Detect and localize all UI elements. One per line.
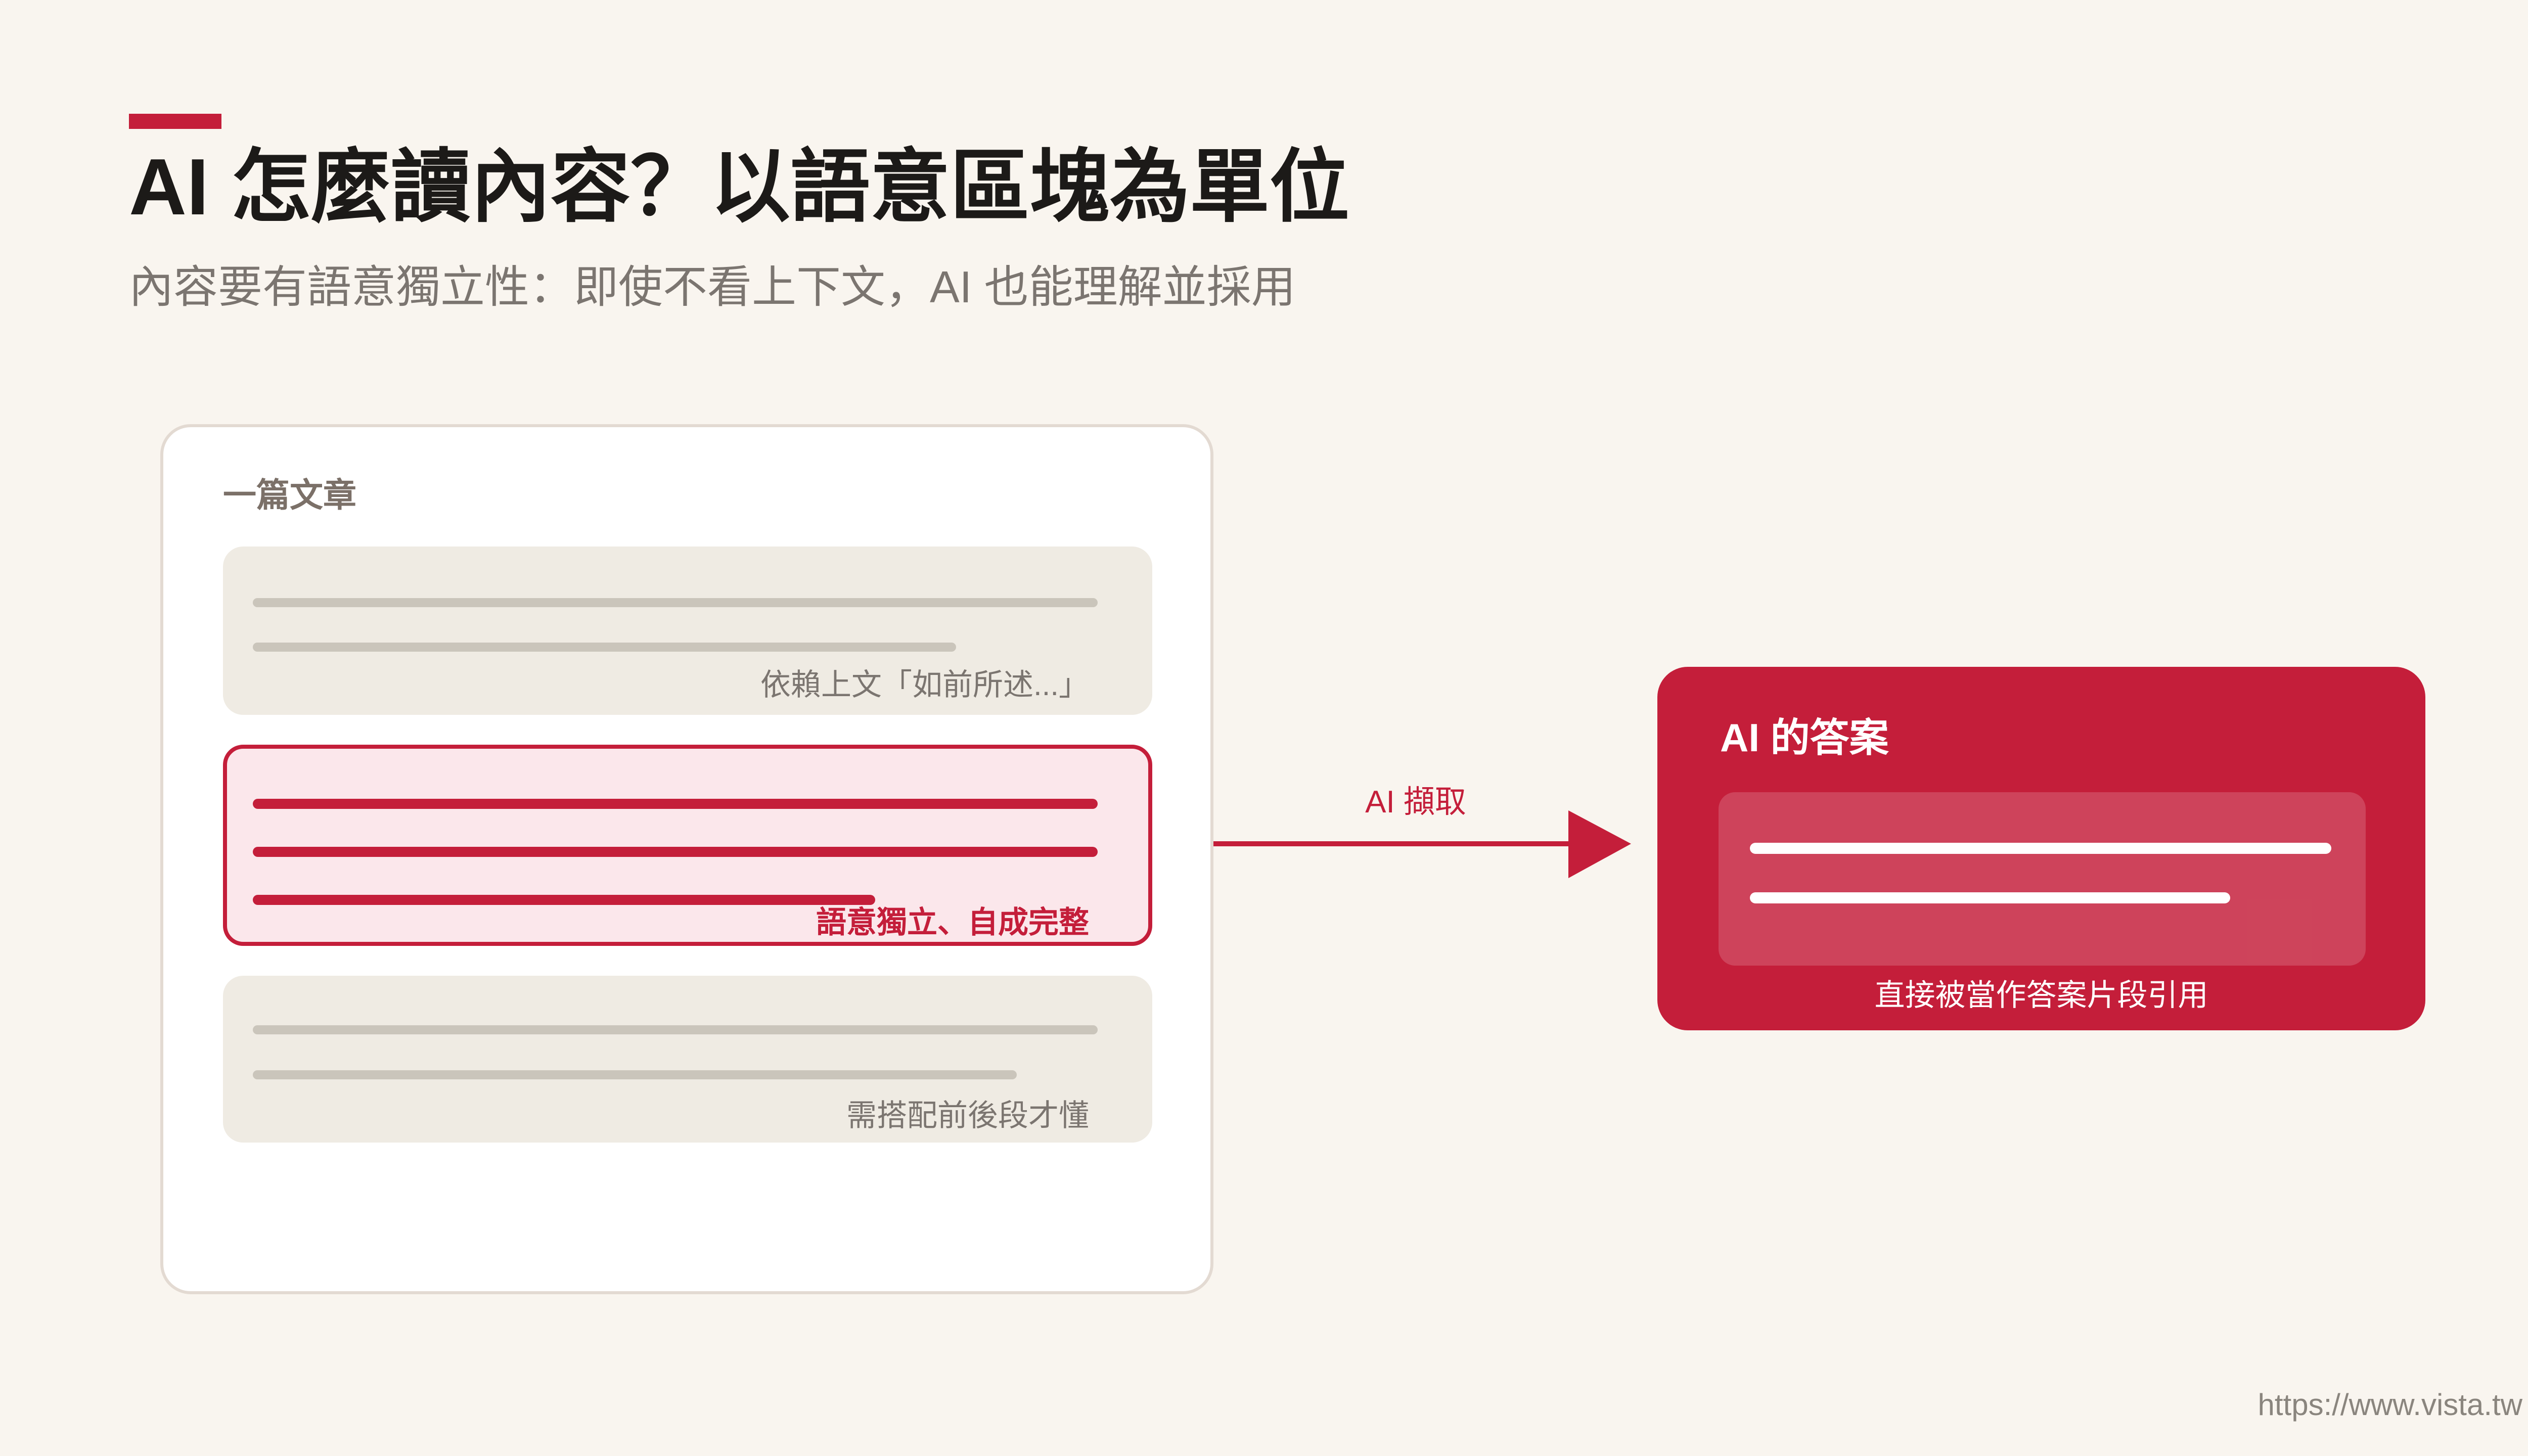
arrow-head: [1568, 810, 1631, 878]
text-line-placeholder: [253, 799, 1098, 809]
text-line-placeholder: [253, 895, 875, 905]
text-line-placeholder: [253, 598, 1098, 607]
block-caption-highlight: 語意獨立、自成完整: [816, 905, 1089, 939]
block-caption: 需搭配前後段才懂: [846, 1099, 1089, 1132]
footer-url: https://www.vista.tw: [2258, 1388, 2522, 1422]
text-line-placeholder: [1750, 892, 2230, 903]
text-line-placeholder: [253, 1070, 1017, 1079]
extract-arrow-icon: [1213, 810, 1631, 878]
content-block-needs-context: 需搭配前後段才懂: [223, 976, 1152, 1143]
page-subtitle: 內容要有語意獨立性：即使不看上下文，AI 也能理解並採用: [129, 262, 1296, 312]
answer-card: AI 的答案 直接被當作答案片段引用: [1657, 667, 2425, 1030]
text-line-placeholder: [253, 1025, 1098, 1034]
content-block-self-contained: 語意獨立、自成完整: [223, 745, 1152, 946]
text-line-placeholder: [253, 847, 1098, 857]
block-caption: 依賴上文「如前所述...」: [760, 668, 1089, 702]
arrow-label: AI 擷取: [1365, 785, 1466, 820]
answer-caption: 直接被當作答案片段引用: [1874, 978, 2208, 1012]
article-label: 一篇文章: [223, 476, 356, 514]
content-block-context-dependent: 依賴上文「如前所述...」: [223, 547, 1152, 715]
answer-snippet-box: [1719, 792, 2366, 966]
page-title: AI 怎麼讀內容？以語意區塊為單位: [129, 143, 1349, 232]
title-accent-bar: [129, 114, 221, 129]
text-line-placeholder: [253, 643, 956, 652]
answer-title: AI 的答案: [1720, 715, 1889, 760]
text-line-placeholder: [1750, 843, 2331, 854]
